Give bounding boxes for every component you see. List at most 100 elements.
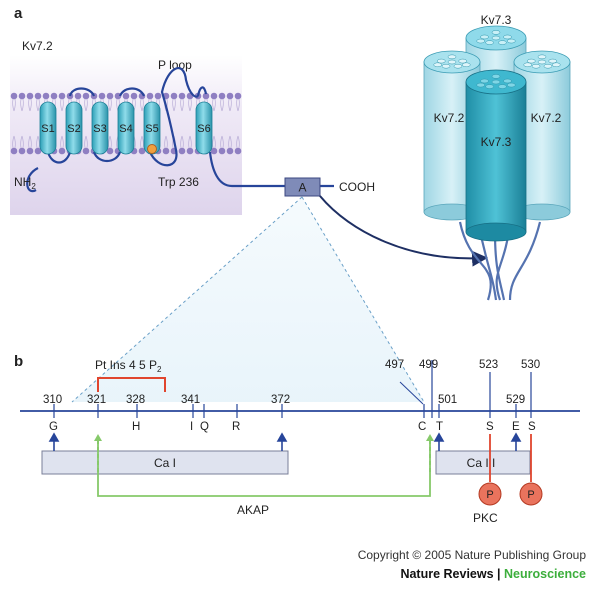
- panel-b: b Pt Ins 4 5 P2 497 499 523 530 310: [14, 353, 580, 525]
- lipid-tail: [220, 135, 224, 149]
- arrowhead-e: [510, 432, 522, 442]
- residue-i: I: [190, 421, 193, 433]
- lipid-tail: [212, 98, 216, 112]
- helix-end-dot: [527, 58, 536, 64]
- helix-ends: [433, 30, 561, 89]
- position-ticks: [53, 360, 532, 418]
- num-499: 499: [419, 359, 438, 371]
- trp236-residue-marker: [147, 144, 157, 154]
- domain-a-label: A: [298, 181, 306, 195]
- helix-end-dot: [453, 63, 463, 69]
- lipid-head: [34, 147, 42, 155]
- pkc-label: PKC: [473, 511, 498, 525]
- helix-end-dot: [491, 74, 501, 79]
- lipid-head: [178, 92, 186, 100]
- helix-s2: [65, 101, 83, 155]
- pip2-label: Pt Ins 4 5 P2: [95, 358, 162, 374]
- helix-end-dot: [548, 58, 557, 64]
- helix-label-s6: S6: [197, 123, 210, 135]
- num-497: 497: [385, 359, 404, 371]
- num-523: 523: [479, 359, 498, 371]
- lipid-head: [50, 92, 58, 100]
- lipid-tail: [180, 98, 184, 112]
- cam-arrows: [48, 432, 522, 451]
- helix-label-s3: S3: [93, 123, 106, 135]
- arrowhead-372: [276, 432, 288, 442]
- num-328: 328: [126, 394, 145, 406]
- lipid-tail: [12, 98, 16, 112]
- lipid-tail: [140, 135, 144, 149]
- helix-end-dot: [485, 40, 494, 45]
- lipid-tail: [28, 98, 32, 112]
- lipid-tail: [220, 98, 224, 112]
- helix-end-dot: [480, 78, 489, 84]
- arrowhead-t: [433, 432, 445, 442]
- lipid-head: [234, 147, 242, 155]
- residue-s1: S: [486, 421, 494, 433]
- lipid-tail: [108, 135, 112, 149]
- lipid-tail: [36, 135, 40, 149]
- lipid-head: [106, 92, 114, 100]
- pkc-sites: P P PKC: [473, 434, 543, 525]
- s6-loop: [196, 86, 208, 97]
- lipid-head: [210, 147, 218, 155]
- lipid-head: [138, 147, 146, 155]
- zoom-edge-right: [301, 196, 425, 403]
- helix-end-dot: [491, 30, 501, 35]
- helix-end-dot: [491, 35, 501, 41]
- tetramer-label-front: Kv7.3: [481, 135, 512, 149]
- helix-end-dot: [480, 34, 489, 40]
- helix-label-s4: S4: [119, 123, 132, 135]
- akap-arrowhead-right: [426, 434, 434, 441]
- lipid-head: [218, 147, 226, 155]
- helix-end-dot: [447, 59, 457, 65]
- helix-s6: [195, 101, 213, 155]
- arrowhead-g: [48, 432, 60, 442]
- helix-label-s5: S5: [145, 123, 158, 135]
- c-terminus-label: COOH: [339, 180, 375, 194]
- lipid-tail: [28, 135, 32, 149]
- helix-end-dot: [543, 63, 553, 69]
- lipid-tail: [108, 98, 112, 112]
- cam-box-1-label: Ca I: [154, 456, 176, 470]
- lipid-tail: [164, 135, 168, 149]
- lipid-tail: [140, 98, 144, 112]
- panel-a-label: a: [14, 5, 23, 22]
- lipid-head: [186, 147, 194, 155]
- helix-s3: [91, 101, 109, 155]
- phospho-circle-2: [519, 482, 543, 506]
- panel-b-label: b: [14, 353, 23, 370]
- residue-h: H: [132, 421, 140, 433]
- residue-t: T: [436, 421, 443, 433]
- lipid-tail: [188, 135, 192, 149]
- lipid-head: [82, 147, 90, 155]
- curved-arrow-to-tetramer: [319, 195, 488, 267]
- helix-s4: [117, 101, 135, 155]
- domain-a-box: [284, 177, 321, 197]
- phospho-circle-1: [478, 482, 502, 506]
- lipid-head: [218, 92, 226, 100]
- c-terminal-tails: [458, 221, 542, 301]
- lipid-tail: [36, 98, 40, 112]
- lipid-head: [26, 147, 34, 155]
- helix-end-dot: [507, 38, 516, 44]
- p-loop-label: P loop: [158, 58, 192, 72]
- cylinder-front-bottom: [465, 222, 527, 242]
- lipid-tail: [84, 135, 88, 149]
- helix-label-s1: S1: [41, 123, 54, 135]
- cylinder-front: [465, 81, 527, 233]
- journal-credit: Nature Reviews | Neuroscience: [400, 567, 586, 581]
- residue-r: R: [232, 421, 240, 433]
- lipid-head: [226, 147, 234, 155]
- trp236-label: Trp 236: [158, 175, 199, 189]
- tetramer-label-right: Kv7.2: [531, 111, 562, 125]
- zoom-projection: [72, 197, 424, 402]
- helix-end-dot: [476, 82, 485, 88]
- helix-s1: [39, 101, 57, 155]
- lipid-head: [210, 92, 218, 100]
- journal-separator: |: [493, 567, 505, 581]
- lipid-head: [154, 92, 162, 100]
- num-529: 529: [506, 394, 525, 406]
- channel-tetramer: Kv7.3 Kv7.2 Kv7.2 Kv7.3: [423, 13, 571, 301]
- tetramer-label-left: Kv7.2: [434, 111, 465, 125]
